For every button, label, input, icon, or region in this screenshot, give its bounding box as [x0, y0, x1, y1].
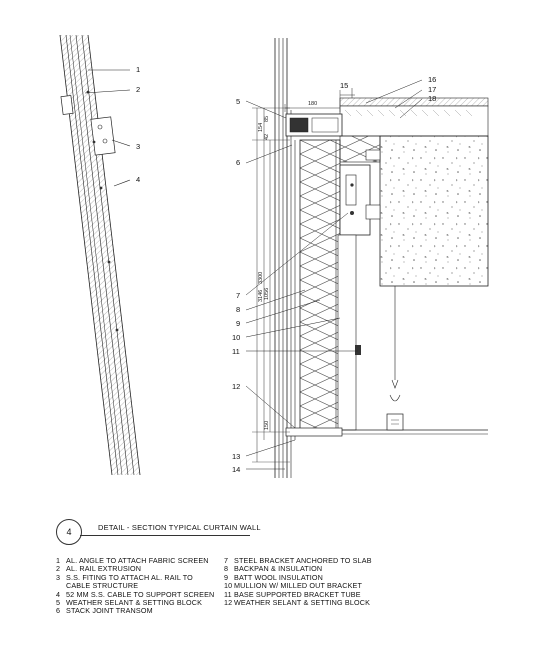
floor-finish [339, 97, 489, 107]
callout-14: 14 [232, 465, 240, 474]
screen-section [59, 34, 141, 476]
callout-9: 9 [236, 319, 240, 328]
concrete-slab [379, 135, 489, 287]
dim-1056: 1056 [264, 288, 270, 300]
callout-4: 4 [136, 175, 140, 184]
callout-18: 18 [428, 94, 436, 103]
dim-154: 154 [258, 123, 264, 132]
callout-1: 1 [136, 65, 140, 74]
detail-number: 4 [56, 519, 82, 545]
batt-insulation [299, 139, 341, 431]
detail-number-text: 4 [66, 527, 72, 537]
callout-15: 15 [340, 81, 348, 90]
dim-42: 42 [264, 134, 270, 140]
left-callouts: 1 2 3 4 [84, 65, 140, 187]
dim-top-width: 180 [308, 101, 317, 107]
callout-3: 3 [136, 142, 140, 151]
dim-3146: 3146 [258, 290, 264, 302]
callout-12: 12 [232, 382, 240, 391]
dim-3300: 3300 [258, 272, 264, 284]
dimension-lines: 180 154 85 42 3300 3146 1056 150 [252, 90, 355, 463]
callout-2: 2 [136, 85, 140, 94]
callout-16: 16 [428, 75, 436, 84]
callout-17: 17 [428, 85, 436, 94]
right-callouts: 5 6 7 8 9 10 11 12 13 14 15 16 17 18 [232, 75, 436, 474]
dim-85: 85 [264, 116, 270, 122]
title-rule [80, 535, 250, 536]
callout-11: 11 [232, 347, 240, 356]
callout-8: 8 [236, 305, 240, 314]
dim-150: 150 [264, 421, 270, 430]
callout-5: 5 [236, 97, 240, 106]
callout-10: 10 [232, 333, 240, 342]
callout-13: 13 [232, 452, 240, 461]
curtain-wall-section [274, 38, 489, 478]
callout-7: 7 [236, 291, 240, 300]
callout-6: 6 [236, 158, 240, 167]
legend-item: CABLE STRUCTURE [66, 581, 139, 591]
bracket-tube [337, 234, 357, 431]
detail-title: DETAIL - SECTION TYPICAL CURTAIN WALL [98, 523, 261, 532]
